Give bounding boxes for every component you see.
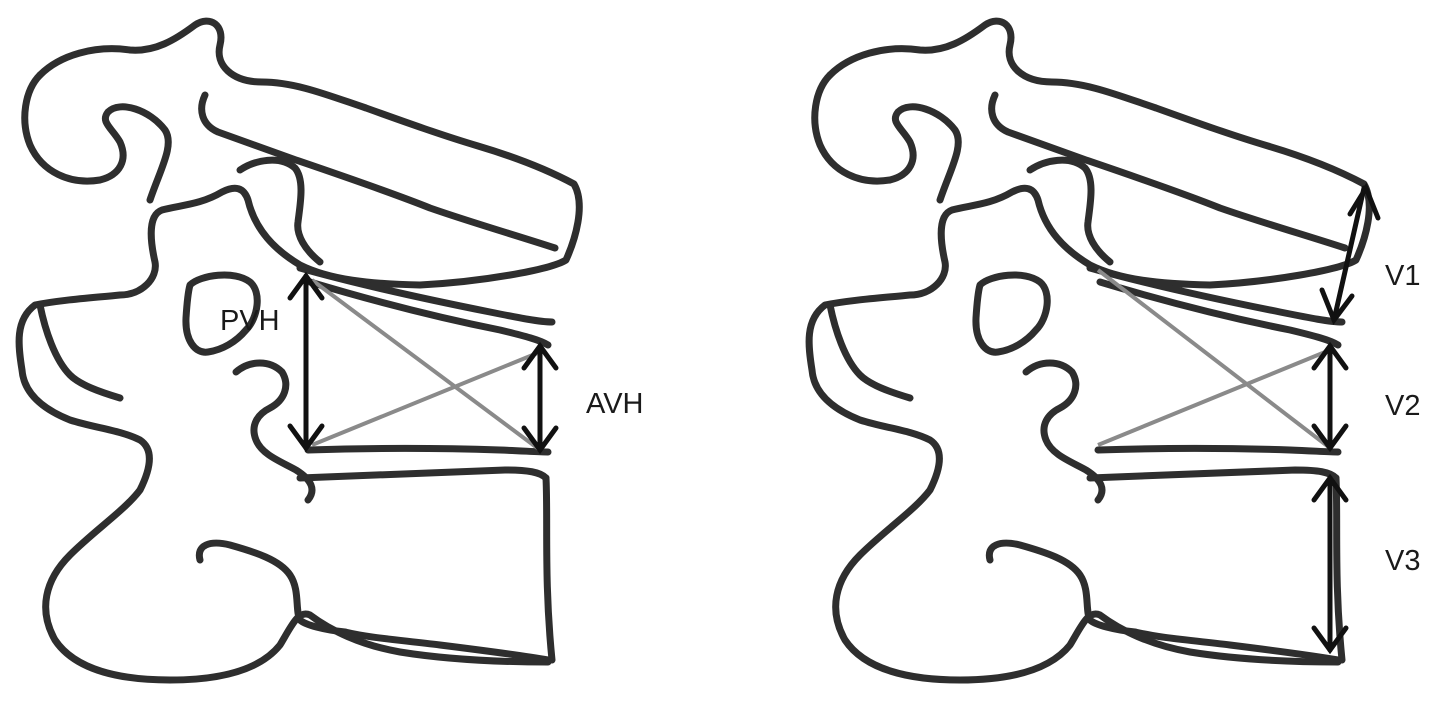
right-measure-arrows xyxy=(1314,188,1378,650)
v2-arrow xyxy=(1314,346,1346,448)
v2-label: V2 xyxy=(1385,392,1420,421)
pvh-label: PVH xyxy=(220,307,280,336)
left-diagonal-lines xyxy=(312,280,540,450)
left-vertebra-outline xyxy=(19,21,579,680)
v3-label: V3 xyxy=(1385,547,1420,576)
pvh-arrow xyxy=(290,276,322,448)
v1-label: V1 xyxy=(1385,262,1420,291)
right-vertebra-outline xyxy=(809,21,1369,680)
avh-arrow xyxy=(524,346,556,450)
avh-label: AVH xyxy=(586,390,643,419)
